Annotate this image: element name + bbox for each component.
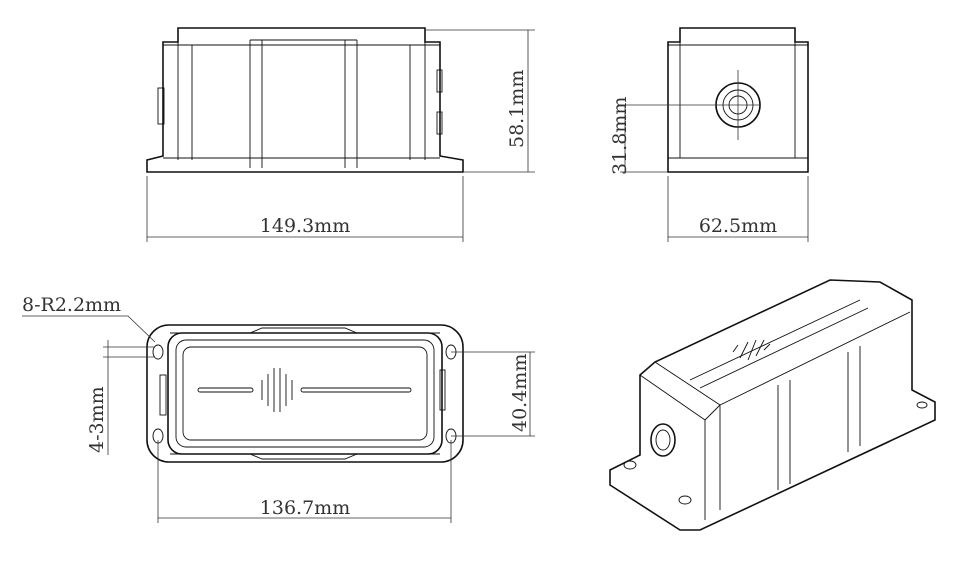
front-view: 58.1mm 149.3mm (146, 27, 535, 242)
length-label: 149.3mm (260, 215, 350, 237)
height-label: 58.1mm (506, 70, 528, 148)
corner-radius-label: 8-R2.2mm (22, 294, 121, 316)
side-view: 31.8mm 62.5mm (609, 27, 809, 242)
hole-spacing-y-label: 40.4mm (509, 354, 531, 432)
port-height-label: 31.8mm (609, 97, 631, 175)
mount-holes-label: 4-3mm (86, 386, 108, 453)
sound-wave-icon (197, 368, 412, 412)
width-label: 62.5mm (699, 215, 777, 237)
isometric-view (609, 279, 936, 531)
top-view: 8-R2.2mm 4-3mm 40.4mm 136.7mm (22, 294, 535, 523)
hole-spacing-x-label: 136.7mm (260, 497, 350, 519)
